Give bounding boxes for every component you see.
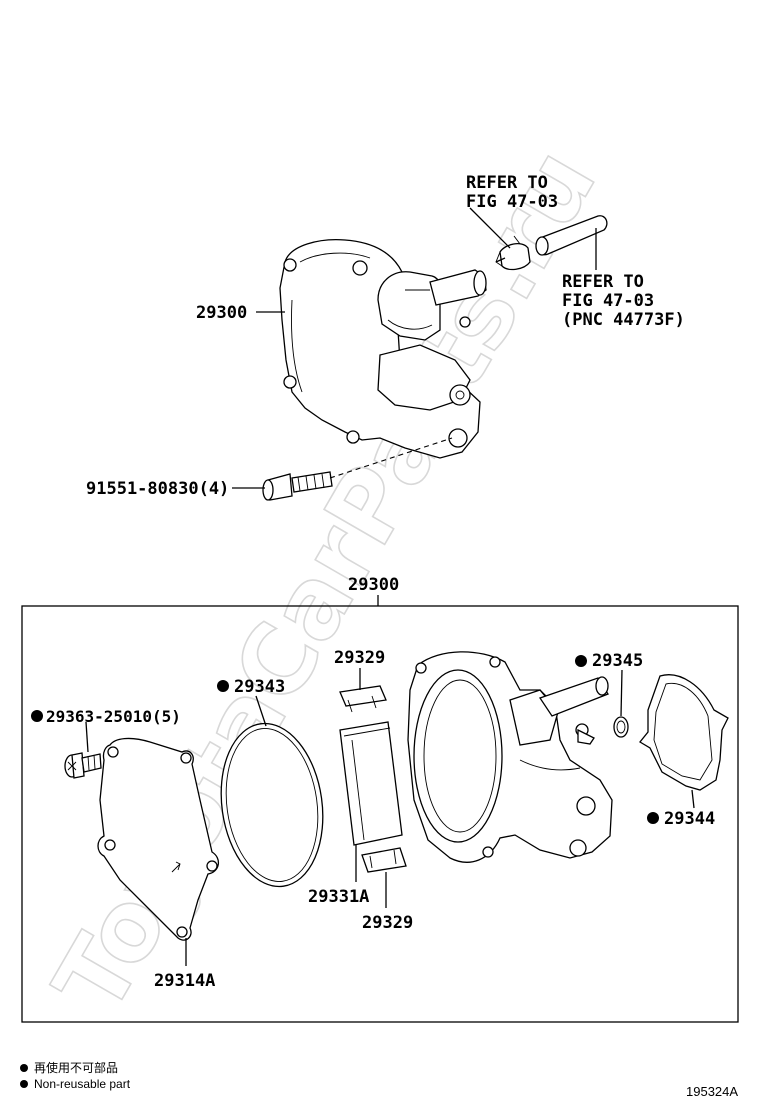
label-refer-top-1: REFER TO <box>466 173 548 193</box>
label-refer-right-2: FIG 47-03 <box>562 291 654 311</box>
label-29363: 29363-25010(5) <box>46 707 181 726</box>
label-29331a: 29331A <box>308 887 369 907</box>
non-reusable-bullet-29343 <box>217 680 229 692</box>
bolt-drawing <box>262 471 333 501</box>
figure-code: 195324A <box>686 1084 738 1099</box>
o-ring-drawing <box>220 722 324 888</box>
non-reusable-bullet-29344 <box>647 812 659 824</box>
legend-jp: 再使用不可部品 <box>34 1060 118 1075</box>
legend-en: Non-reusable part <box>34 1077 131 1091</box>
label-refer-right-1: REFER TO <box>562 272 644 292</box>
label-refer-right-3: (PNC 44773F) <box>562 310 685 330</box>
label-29344: 29344 <box>664 809 715 829</box>
non-reusable-bullet-29363 <box>31 710 43 722</box>
lower-leader-lines <box>85 668 695 966</box>
pump-housing-drawing <box>407 651 613 863</box>
non-reusable-bullet-29345 <box>575 655 587 667</box>
cover-plate-drawing <box>97 737 219 941</box>
hose-and-clamp-drawing <box>495 215 608 271</box>
legend-bullet-jp <box>20 1064 28 1072</box>
vane-and-rotor-drawing <box>339 685 407 873</box>
vacuum-pump-assembly-drawing <box>279 239 487 459</box>
label-29345: 29345 <box>592 651 643 671</box>
screw-drawing <box>64 752 102 779</box>
upper-leader-lines <box>232 207 597 489</box>
kit-box-frame <box>21 605 739 1023</box>
label-29329-bottom: 29329 <box>362 913 413 933</box>
gasket-drawing <box>639 674 729 791</box>
label-pump-main: 29300 <box>196 303 247 323</box>
small-o-ring-drawing <box>613 716 629 738</box>
label-29314a: 29314A <box>154 971 215 991</box>
label-29343: 29343 <box>234 677 285 697</box>
label-refer-top-2: FIG 47-03 <box>466 192 558 212</box>
label-29329-top: 29329 <box>334 648 385 668</box>
label-bolt: 91551-80830(4) <box>86 479 229 499</box>
label-box-title: 29300 <box>348 575 399 595</box>
legend-bullet-en <box>20 1080 28 1088</box>
